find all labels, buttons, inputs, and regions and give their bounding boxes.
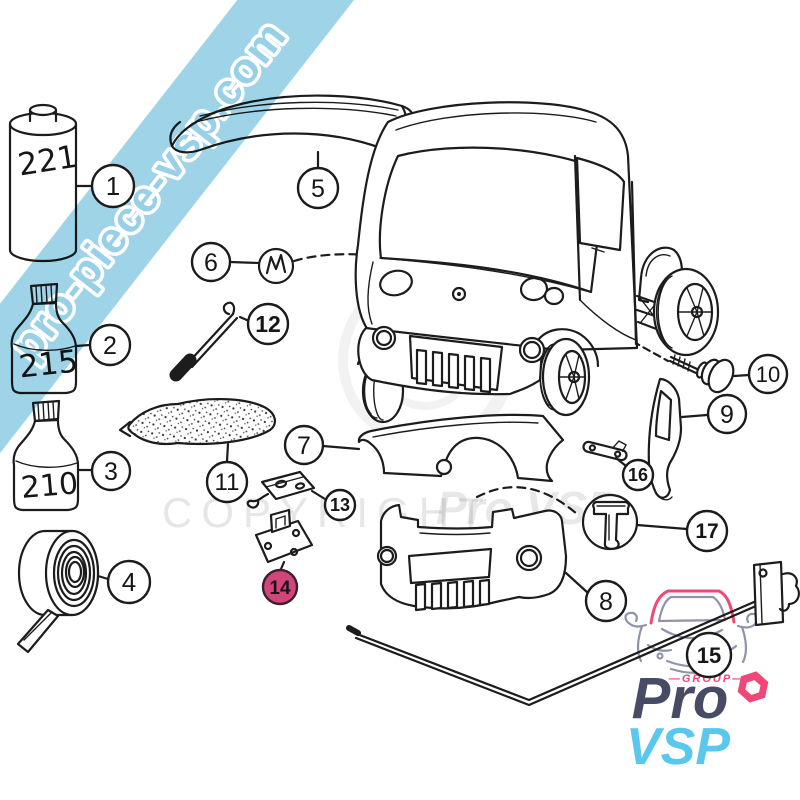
bottle-210-label: 210 xyxy=(20,466,80,506)
part-bracket-16 xyxy=(582,440,628,468)
svg-text:15: 15 xyxy=(697,643,721,668)
emblem-m-glyph xyxy=(265,253,287,275)
svg-text:13: 13 xyxy=(330,495,350,515)
logo-hexagon-icon xyxy=(737,671,769,703)
highlight-circle xyxy=(261,568,299,606)
leader-7 xyxy=(321,444,361,451)
part-t-handle-17 xyxy=(581,493,689,551)
leader-9 xyxy=(680,413,709,419)
banner-stripe xyxy=(0,0,395,484)
callout-11: 11 xyxy=(205,460,249,504)
svg-text:4: 4 xyxy=(122,567,136,597)
leader-17 xyxy=(635,523,689,531)
callout-3: 3 xyxy=(90,450,132,492)
callout-16: 16 xyxy=(621,458,655,492)
part-canister-221: 221 xyxy=(8,103,94,263)
callout-17: 17 xyxy=(685,509,729,553)
callout-12: 12 xyxy=(246,302,290,346)
svg-text:10: 10 xyxy=(756,362,780,387)
logo-group-text: —GROUP— xyxy=(668,673,745,685)
part-bottle-210: 210 xyxy=(12,399,94,512)
callouts: 1 2 3 4 5 6 7 8 xyxy=(88,163,789,679)
svg-text:14: 14 xyxy=(269,578,291,599)
logo-vsp-text: VSP xyxy=(626,718,730,776)
svg-text:11: 11 xyxy=(215,469,240,496)
svg-text:2: 2 xyxy=(103,332,117,360)
leader-10 xyxy=(732,373,751,378)
callout-7: 7 xyxy=(283,424,325,466)
callout-14-highlighted: 14 xyxy=(261,568,299,606)
svg-text:17: 17 xyxy=(695,520,718,543)
svg-text:3: 3 xyxy=(104,458,118,486)
callout-1: 1 xyxy=(90,163,136,209)
leader-13 xyxy=(310,489,327,501)
part-stud-10 xyxy=(668,354,751,394)
svg-text:5: 5 xyxy=(311,175,325,203)
dashed-line-to-10 xyxy=(610,328,670,363)
svg-text:6: 6 xyxy=(204,249,218,277)
part-bracket-13 xyxy=(246,470,327,509)
leader-14 xyxy=(279,560,286,571)
leader-8 xyxy=(564,571,590,595)
callout-8: 8 xyxy=(584,579,628,623)
callout-15: 15 xyxy=(685,631,733,679)
vehicle-drawing xyxy=(354,101,720,424)
callout-6: 6 xyxy=(190,241,232,283)
svg-text:16: 16 xyxy=(628,465,648,485)
part-tool-12 xyxy=(169,301,251,382)
provsp-logo: —GROUP— Pro VSP xyxy=(624,589,769,776)
svg-text:8: 8 xyxy=(599,588,613,616)
callout-2: 2 xyxy=(88,323,132,367)
leader-16 xyxy=(614,456,628,468)
svg-text:9: 9 xyxy=(720,401,734,429)
part-cable-15 xyxy=(346,560,800,707)
leader-4 xyxy=(96,574,110,581)
part-bumper-8 xyxy=(376,486,590,612)
part-panel-9 xyxy=(647,377,709,501)
svg-text:7: 7 xyxy=(297,432,311,460)
callout-9: 9 xyxy=(706,393,748,435)
callout-4: 4 xyxy=(106,559,152,605)
svg-text:1: 1 xyxy=(106,171,120,201)
callout-13: 13 xyxy=(323,488,357,522)
svg-text:12: 12 xyxy=(255,311,281,337)
callout-10: 10 xyxy=(747,353,789,395)
part-lock-bracket-14 xyxy=(254,508,314,571)
part-mat-11 xyxy=(118,397,276,463)
part-tape-roll xyxy=(16,529,110,654)
part-hood-7 xyxy=(321,413,565,483)
callout-5: 5 xyxy=(296,166,340,210)
leader-11 xyxy=(225,442,230,463)
leader-6 xyxy=(228,260,261,265)
